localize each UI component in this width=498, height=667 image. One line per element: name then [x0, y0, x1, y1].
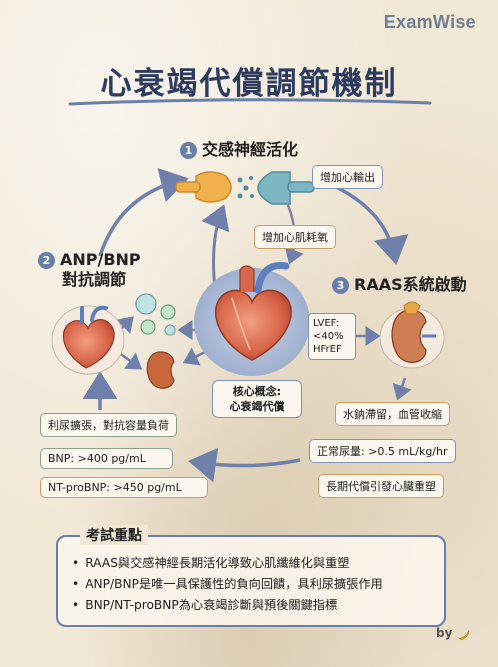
- lvef-box: LVEF: <40% HFrEF: [308, 313, 356, 360]
- step-2-label-line2: 對抗調節: [62, 270, 127, 289]
- step-3-label: RAAS系統啟動: [354, 275, 467, 294]
- exam-point: RAAS與交感神經長期活化導致心肌纖維化與重塑: [72, 553, 383, 574]
- step-2-badge: 2: [38, 252, 55, 269]
- step-3-raas: 3 RAAS系統啟動: [332, 271, 467, 295]
- exam-points-box: 考試重點 RAAS與交感神經長期活化導致心肌纖維化與重塑 ANP/BNP是唯一具…: [56, 525, 446, 627]
- tag-nt-probnp: NT-proBNP: >450 pg/mL: [40, 477, 208, 498]
- exam-point: BNP/NT-proBNP為心衰竭診斷與預後關鍵指標: [72, 595, 383, 616]
- tag-diuresis: 利尿擴張，對抗容量負荷: [40, 413, 177, 437]
- byline-text: by: [436, 626, 453, 640]
- core-concept-box: 核心概念: 心衰竭代償: [212, 380, 302, 418]
- byline: by: [436, 626, 471, 641]
- tag-increase-consumption: 增加心肌耗氧: [254, 225, 336, 249]
- page-title: 心衰竭代償調節機制: [100, 66, 398, 102]
- step-1-label: 交感神經活化: [202, 140, 299, 159]
- step-1-sympathetic: 1 交感神經活化: [180, 136, 298, 160]
- tag-increase-output: 增加心輸出: [312, 165, 383, 189]
- tag-remodeling: 長期代償引發心臟重塑: [318, 474, 444, 498]
- step-3-badge: 3: [332, 277, 349, 294]
- step-2-label-line1: ANP/BNP: [60, 250, 141, 269]
- exam-point: ANP/BNP是唯一具保護性的負向回饋，具利尿擴張作用: [72, 574, 383, 595]
- brand-logo: ExamWise: [383, 12, 476, 32]
- lvef-line1: LVEF:: [313, 318, 339, 329]
- lvef-line3: HFrEF: [313, 344, 342, 355]
- tag-water-retention: 水鈉滯留，血管收縮: [335, 402, 450, 426]
- core-line2: 心衰竭代償: [229, 400, 285, 413]
- banana-icon: [457, 629, 470, 640]
- exam-points-list: RAAS與交感神經長期活化導致心肌纖維化與重塑 ANP/BNP是唯一具保護性的負…: [72, 553, 383, 616]
- step-1-badge: 1: [180, 142, 197, 159]
- lvef-line2: <40%: [313, 331, 344, 342]
- core-line1: 核心概念:: [232, 385, 282, 398]
- tag-bnp: BNP: >400 pg/mL: [40, 448, 173, 469]
- step-2-anp-bnp: 2 ANP/BNP 對抗調節: [38, 250, 141, 290]
- exam-title: 考試重點: [80, 525, 148, 545]
- tag-urine-output: 正常尿量: >0.5 mL/kg/hr: [309, 439, 456, 463]
